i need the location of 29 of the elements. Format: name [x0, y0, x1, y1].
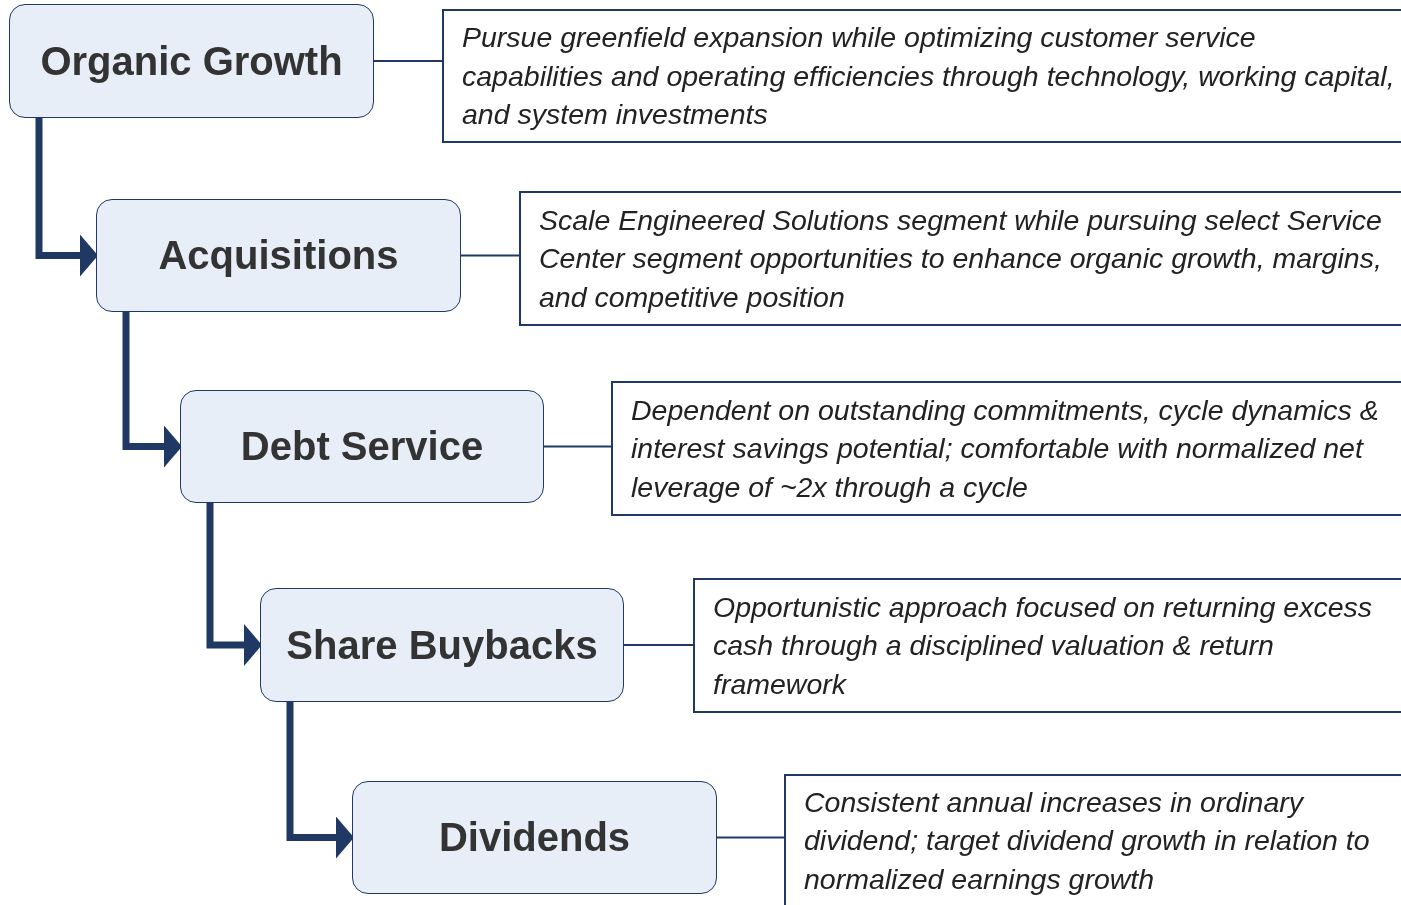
connector-line: [460, 254, 520, 257]
elbow-arrow: [206, 503, 262, 666]
elbow-arrow: [35, 118, 98, 277]
priority-box: [96, 199, 461, 312]
connector-line: [623, 644, 694, 646]
priority-title: Share Buybacks: [286, 622, 598, 668]
description-text: Opportunistic approach focused on returning excess cash through a disciplined valuation & return framework: [713, 589, 1374, 702]
priority-box: [9, 4, 374, 118]
priority-title: Acquisitions: [158, 233, 399, 278]
description-text: Consistent annual increases in ordinary dividend; target dividend growth in relation to normalized earnings growth: [804, 784, 1371, 897]
description-box: [611, 381, 1401, 516]
elbow-arrow: [122, 312, 182, 468]
priority-title: Debt Service: [240, 424, 484, 469]
priority-title: Organic Growth: [40, 38, 343, 84]
description-box: [784, 774, 1401, 905]
description-box: [693, 578, 1401, 713]
priority-box: [352, 781, 717, 894]
description-box: [442, 9, 1401, 143]
priority-title: Dividends: [438, 815, 631, 860]
description-text: Dependent on outstanding commitments, cycle dynamics & interest savings potential; comfortable with normalized net leverage of ~2x through a cycle: [631, 392, 1380, 505]
description-text: Pursue greenfield expansion while optimizing customer service capabilities and operating efficiencies through technology, working capital, and system investments: [462, 20, 1396, 133]
priority-box: [260, 588, 624, 702]
connector-line: [543, 445, 612, 448]
connector-line: [373, 60, 443, 62]
elbow-arrow: [286, 702, 354, 859]
description-box: [519, 191, 1401, 326]
description-text: Scale Engineered Solutions segment while pursuing select Service Center segment opportunities to enhance organic growth, margins, and competitive position: [539, 202, 1383, 315]
priority-box: [180, 390, 544, 503]
connector-line: [716, 836, 785, 839]
